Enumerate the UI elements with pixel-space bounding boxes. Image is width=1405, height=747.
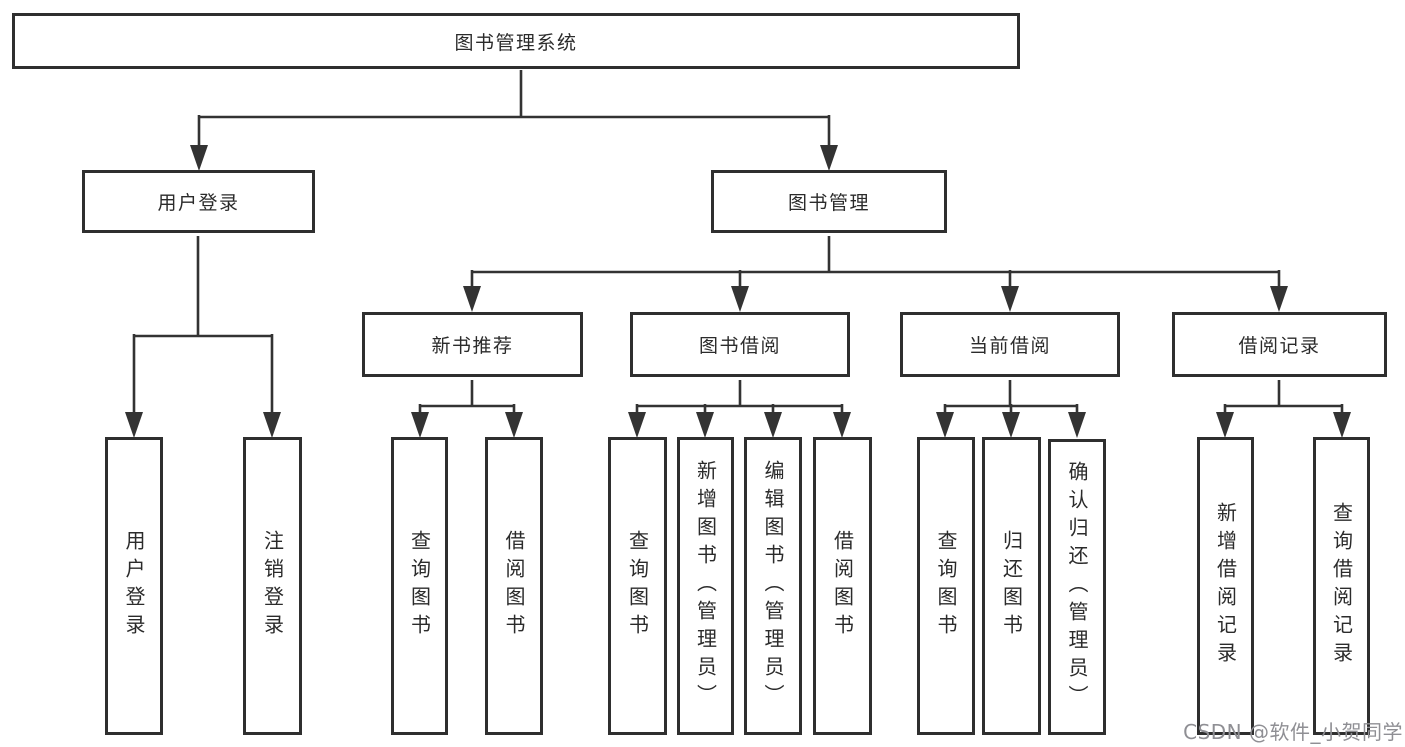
- node-book-management-label: 图书管理: [787, 192, 870, 214]
- leaf-borrow-borrow-book: 借阅图书: [813, 437, 872, 735]
- leaf-current-return-book-label: 归还图书: [999, 530, 1024, 642]
- arrowhead: [1068, 412, 1086, 438]
- leaf-current-query-book: 查询图书: [917, 437, 975, 735]
- leaf-newbooks-query-book-label: 查询图书: [407, 530, 432, 642]
- arrowhead: [731, 286, 749, 312]
- arrowhead: [936, 412, 954, 438]
- arrowhead: [696, 412, 714, 438]
- leaf-newbooks-borrow-book: 借阅图书: [485, 437, 543, 735]
- node-borrow-records: 借阅记录: [1172, 312, 1387, 377]
- leaf-newbooks-borrow-book-label: 借阅图书: [502, 530, 526, 642]
- leaf-borrow-query-book-label: 查询图书: [625, 530, 650, 642]
- node-user-login-label: 用户登录: [157, 192, 240, 214]
- node-root: 图书管理系统: [12, 13, 1020, 69]
- arrowhead: [1333, 412, 1351, 438]
- leaf-records-query-record-label: 查询借阅记录: [1329, 502, 1354, 670]
- leaf-borrow-add-book-admin: 新增图书（管理员）: [677, 437, 734, 735]
- node-user-login: 用户登录: [82, 170, 315, 233]
- leaf-records-add-record-label: 新增借阅记录: [1213, 502, 1238, 670]
- arrowhead: [263, 412, 281, 438]
- node-book-management: 图书管理: [711, 170, 947, 233]
- arrowhead: [1270, 286, 1288, 312]
- arrowhead: [628, 412, 646, 438]
- leaf-logout: 注销登录: [243, 437, 302, 735]
- leaf-current-confirm-return-admin: 确认归还（管理员）: [1048, 439, 1106, 735]
- connector-root-to-level2: [190, 70, 838, 171]
- node-current-borrow-label: 当前借阅: [968, 335, 1051, 357]
- arrowhead: [505, 412, 523, 438]
- connector-current-to-leaves: [936, 380, 1086, 438]
- leaf-borrow-edit-book-admin-label: 编辑图书（管理员）: [761, 460, 785, 712]
- node-book-borrow-label: 图书借阅: [698, 335, 781, 357]
- leaf-current-confirm-return-admin-label: 确认归还（管理员）: [1065, 461, 1089, 713]
- node-new-book-recommend: 新书推荐: [362, 312, 583, 377]
- csdn-watermark: CSDN @软件_小贺同学: [1183, 720, 1403, 744]
- node-new-book-recommend-label: 新书推荐: [431, 335, 514, 357]
- leaf-user-login-label: 用户登录: [122, 530, 146, 642]
- arrowhead: [764, 412, 782, 438]
- leaf-borrow-query-book: 查询图书: [608, 437, 667, 735]
- node-current-borrow: 当前借阅: [900, 312, 1120, 377]
- arrowhead: [190, 145, 208, 171]
- arrowhead: [820, 145, 838, 171]
- connector-records-to-leaves: [1216, 380, 1351, 438]
- leaf-newbooks-query-book: 查询图书: [391, 437, 448, 735]
- arrowhead: [1002, 412, 1020, 438]
- leaf-logout-label: 注销登录: [260, 530, 285, 642]
- arrowhead: [411, 412, 429, 438]
- connector-newbooks-to-leaves: [411, 380, 523, 438]
- connector-borrow-to-leaves: [628, 380, 851, 438]
- arrowhead: [1216, 412, 1234, 438]
- connector-bookmgmt-to-level3: [463, 236, 1288, 312]
- leaf-records-query-record: 查询借阅记录: [1313, 437, 1370, 735]
- arrowhead: [463, 286, 481, 312]
- arrowhead: [1001, 286, 1019, 312]
- arrowhead: [125, 412, 143, 438]
- leaf-user-login: 用户登录: [105, 437, 163, 735]
- node-root-label: 图书管理系统: [454, 31, 578, 54]
- node-borrow-records-label: 借阅记录: [1238, 335, 1321, 357]
- leaf-records-add-record: 新增借阅记录: [1197, 437, 1254, 735]
- leaf-borrow-edit-book-admin: 编辑图书（管理员）: [744, 437, 802, 735]
- node-book-borrow: 图书借阅: [630, 312, 850, 377]
- connector-userlogin-to-leaves: [125, 236, 281, 438]
- leaf-borrow-borrow-book-label: 借阅图书: [830, 530, 855, 642]
- arrowhead: [833, 412, 851, 438]
- leaf-borrow-add-book-admin-label: 新增图书（管理员）: [693, 460, 718, 712]
- leaf-current-return-book: 归还图书: [982, 437, 1041, 735]
- leaf-current-query-book-label: 查询图书: [934, 530, 958, 642]
